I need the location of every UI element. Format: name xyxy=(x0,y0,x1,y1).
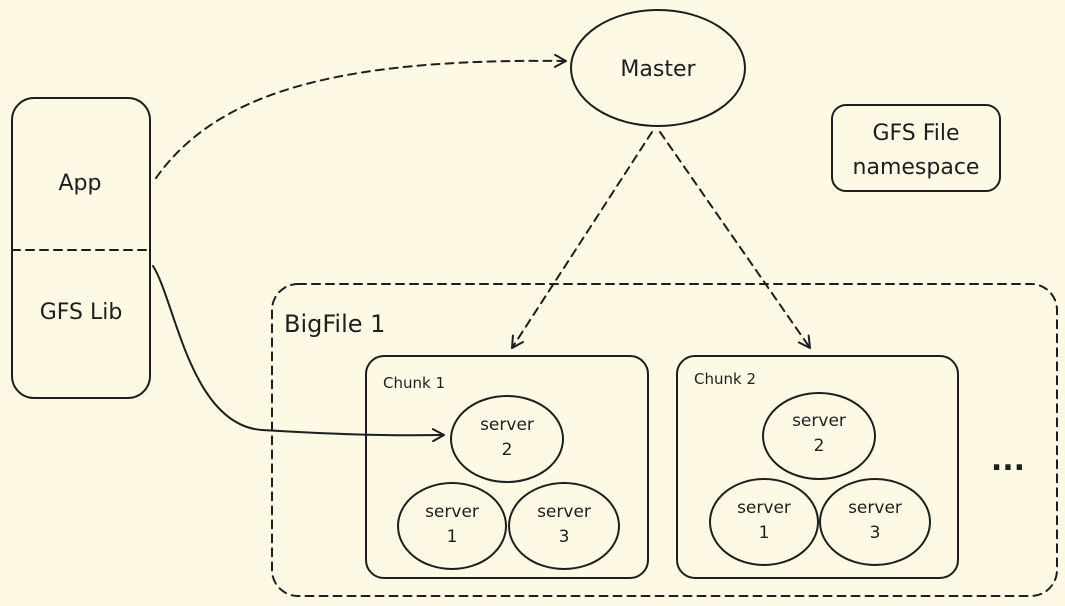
master-outline xyxy=(570,9,746,127)
chunk-1-label: Chunk 1 xyxy=(383,374,445,392)
chunk-2-server-2 xyxy=(762,392,876,480)
bigfile-label: BigFile 1 xyxy=(284,310,385,338)
app-box-outline xyxy=(11,97,151,399)
master-label: Master xyxy=(620,57,696,82)
chunk-1: Chunk 1 server 2 server 1 server 3 xyxy=(365,355,649,579)
namespace-outline xyxy=(831,104,1001,192)
chunk-2-server-2-line2: 2 xyxy=(814,436,825,456)
chunk-1-server-2 xyxy=(450,395,564,483)
bigfile-container: BigFile 1 xyxy=(271,283,1058,597)
namespace-line2: namespace xyxy=(853,155,980,180)
chunk-1-server-3 xyxy=(508,482,620,570)
chunk-2-server-3-line2: 3 xyxy=(870,523,881,543)
master-node: Master xyxy=(570,9,746,127)
namespace-box: GFS File namespace xyxy=(831,104,1001,192)
chunk-1-server-1-line1: server xyxy=(425,502,479,522)
chunk-2-server-3 xyxy=(819,478,931,566)
chunk-2-server-1-line1: server xyxy=(737,498,791,518)
chunk-2: Chunk 2 server 2 server 1 server 3 xyxy=(676,355,959,579)
chunk-1-server-3-line1: server xyxy=(537,502,591,522)
arrow-app-to-master xyxy=(155,53,567,179)
namespace-line1: GFS File xyxy=(872,121,959,146)
arrow-master-to-chunk-1 xyxy=(510,131,653,349)
chunk-1-server-1-line2: 1 xyxy=(447,527,458,547)
arrow-gfslib-to-server xyxy=(152,265,445,443)
app-label: App xyxy=(59,171,102,196)
bigfile-outline xyxy=(271,283,1058,597)
more-chunks-ellipsis: ... xyxy=(991,443,1025,478)
chunk-2-server-1-line2: 1 xyxy=(759,523,770,543)
chunk-2-label: Chunk 2 xyxy=(694,370,756,388)
chunk-1-server-2-line2: 2 xyxy=(502,440,513,460)
gfs-lib-label: GFS Lib xyxy=(40,300,123,325)
chunk-2-outline xyxy=(676,355,959,579)
chunk-2-server-3-line1: server xyxy=(848,498,902,518)
chunk-1-server-1 xyxy=(397,482,507,570)
chunk-1-server-2-line1: server xyxy=(480,415,534,435)
chunk-1-server-3-line2: 3 xyxy=(559,527,570,547)
app-box: App GFS Lib xyxy=(11,97,151,399)
chunk-1-outline xyxy=(365,355,649,579)
chunk-2-server-1 xyxy=(709,478,819,566)
chunk-2-server-2-line1: server xyxy=(792,411,846,431)
arrow-master-to-chunk-2 xyxy=(659,131,811,349)
